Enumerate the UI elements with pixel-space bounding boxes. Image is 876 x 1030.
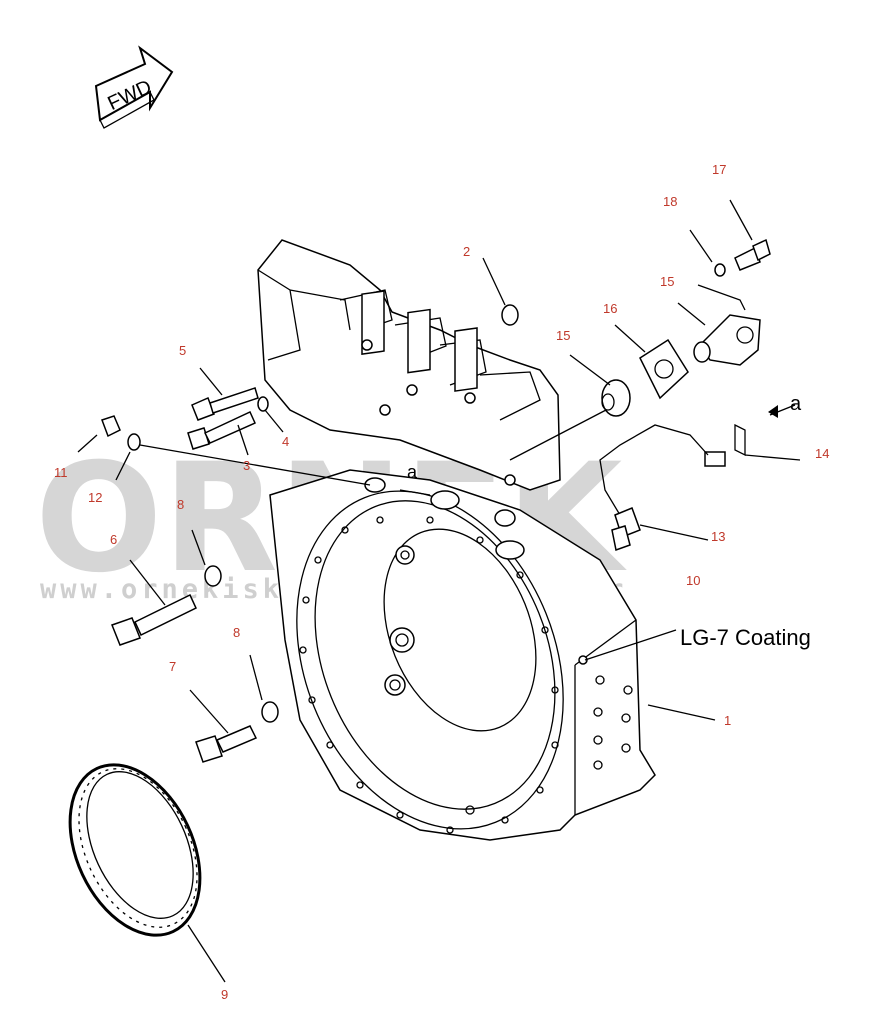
washer-part-8-lower	[249, 654, 279, 723]
callout-11: 11	[54, 465, 68, 480]
callout-6: 6	[110, 532, 117, 547]
ref-a-harness: a	[790, 393, 802, 415]
plug-part-11	[77, 415, 121, 453]
seal-ring-part-9	[68, 763, 226, 983]
speed-sensor-part-15	[509, 354, 631, 461]
flywheel-housing	[257, 239, 656, 841]
callout-14: 14	[815, 446, 829, 461]
washer-part-18	[689, 229, 726, 277]
cover-part-16	[614, 324, 689, 400]
fwd-arrow-icon: FWD	[94, 45, 174, 129]
harness-part-14	[599, 404, 801, 516]
callout-8-lower: 8	[233, 625, 240, 640]
callout-15-upper: 15	[660, 274, 674, 289]
plug-part-2	[482, 257, 519, 326]
ref-a-housing: a	[407, 462, 418, 482]
callout-8-upper: 8	[177, 497, 184, 512]
callout-9: 9	[221, 987, 228, 1002]
washer-part-4	[257, 396, 284, 433]
bolt-part-5	[191, 367, 259, 421]
fwd-label: FWD	[104, 76, 155, 115]
callout-17: 17	[712, 162, 726, 177]
o-ring-part-12	[115, 433, 141, 481]
bolt-part-6	[111, 559, 197, 646]
callout-5: 5	[179, 343, 186, 358]
callout-1: 1	[724, 713, 731, 728]
callout-13: 13	[711, 529, 725, 544]
bolt-part-17	[729, 199, 771, 271]
washer-part-8-upper	[191, 529, 222, 587]
flange-bolt-holes	[299, 516, 559, 834]
callout-3: 3	[243, 458, 250, 473]
callout-15-lower: 15	[556, 328, 570, 343]
callout-18: 18	[663, 194, 677, 209]
sensor-part-13	[611, 507, 709, 551]
bolt-part-3	[187, 411, 256, 456]
callout-7: 7	[169, 659, 176, 674]
leader-coating	[584, 629, 677, 661]
callout-12: 12	[88, 490, 102, 505]
callout-10: 10	[686, 573, 700, 588]
sensor-part-15-upper	[677, 284, 761, 366]
lg7-coating-note: LG-7 Coating	[680, 625, 811, 650]
callouts: 1 2 3 4 5 6 7 8 8 9 10 11 12 13 14 15 15…	[54, 162, 829, 1002]
leader-11-12	[139, 444, 371, 486]
bolt-part-7	[189, 689, 258, 763]
callout-4: 4	[282, 434, 289, 449]
leader-1	[647, 704, 716, 721]
callout-16: 16	[603, 301, 617, 316]
callout-2: 2	[463, 244, 470, 259]
